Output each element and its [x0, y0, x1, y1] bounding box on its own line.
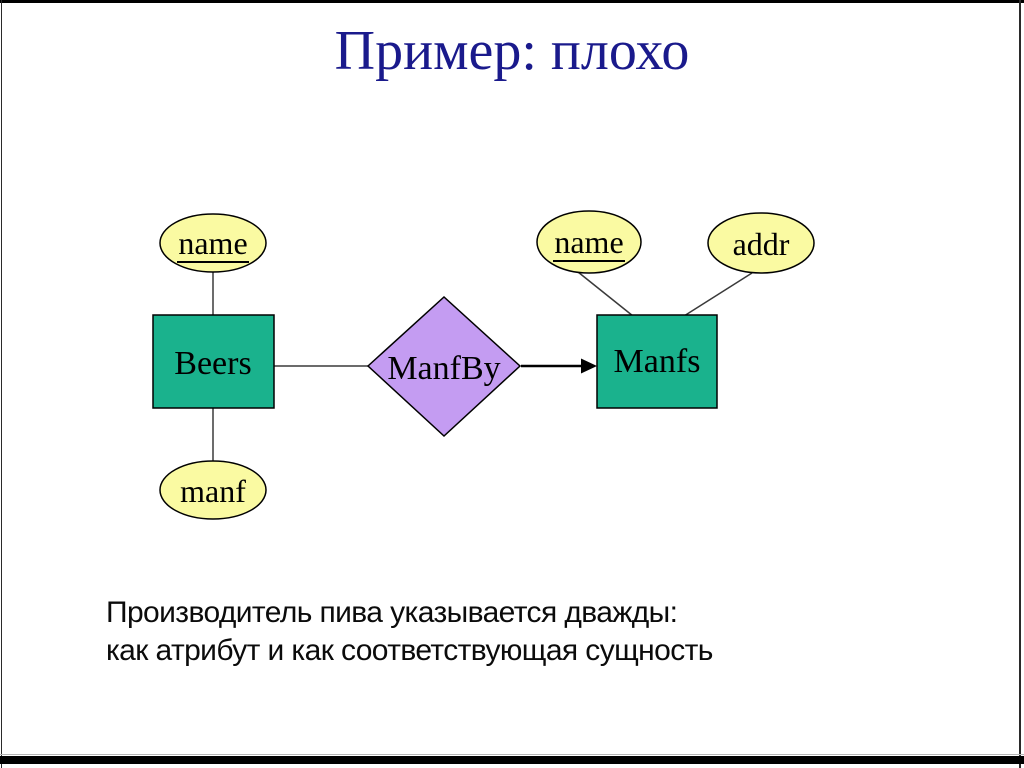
entity-label-beers: Beers	[174, 345, 251, 382]
connector-addr-to-manfs	[683, 272, 753, 317]
arrow-manfby-to-manfs-head	[581, 358, 597, 374]
attribute-label-addr: addr	[733, 226, 790, 262]
attribute-label-manf: manf	[180, 473, 246, 509]
slide-caption-line2: как атрибут и как соответствующая сущнос…	[106, 634, 713, 667]
slide-left-border	[1, 0, 2, 768]
entity-rect-beers	[152, 314, 275, 409]
slide-caption-line1: Производитель пива указывается дважды:	[106, 596, 678, 629]
slide-top-border	[0, 0, 1024, 3]
slide-bottom-border-shadow	[0, 754, 1024, 755]
relationship-label-manfby: ManfBy	[387, 350, 500, 387]
slide-right-border	[1019, 0, 1021, 768]
slide-title: Пример: плохо	[334, 20, 690, 82]
relationship-diamond-manfby	[366, 295, 522, 438]
attribute-label-name-manfs: name	[554, 224, 623, 260]
slide-caption: Производитель пива указывается дважды: к…	[106, 594, 713, 670]
attribute-ellipse-manf	[159, 460, 267, 520]
entity-rect-manfs	[596, 314, 718, 409]
attribute-label-name-beers: name	[178, 225, 247, 261]
connector-name-to-manfs	[577, 271, 634, 317]
attribute-ellipse-name-manfs	[536, 210, 642, 274]
slide-bottom-border	[0, 756, 1024, 764]
entity-label-manfs: Manfs	[614, 343, 701, 380]
attribute-ellipse-addr	[707, 212, 815, 274]
attribute-ellipse-name-beers	[159, 213, 267, 273]
